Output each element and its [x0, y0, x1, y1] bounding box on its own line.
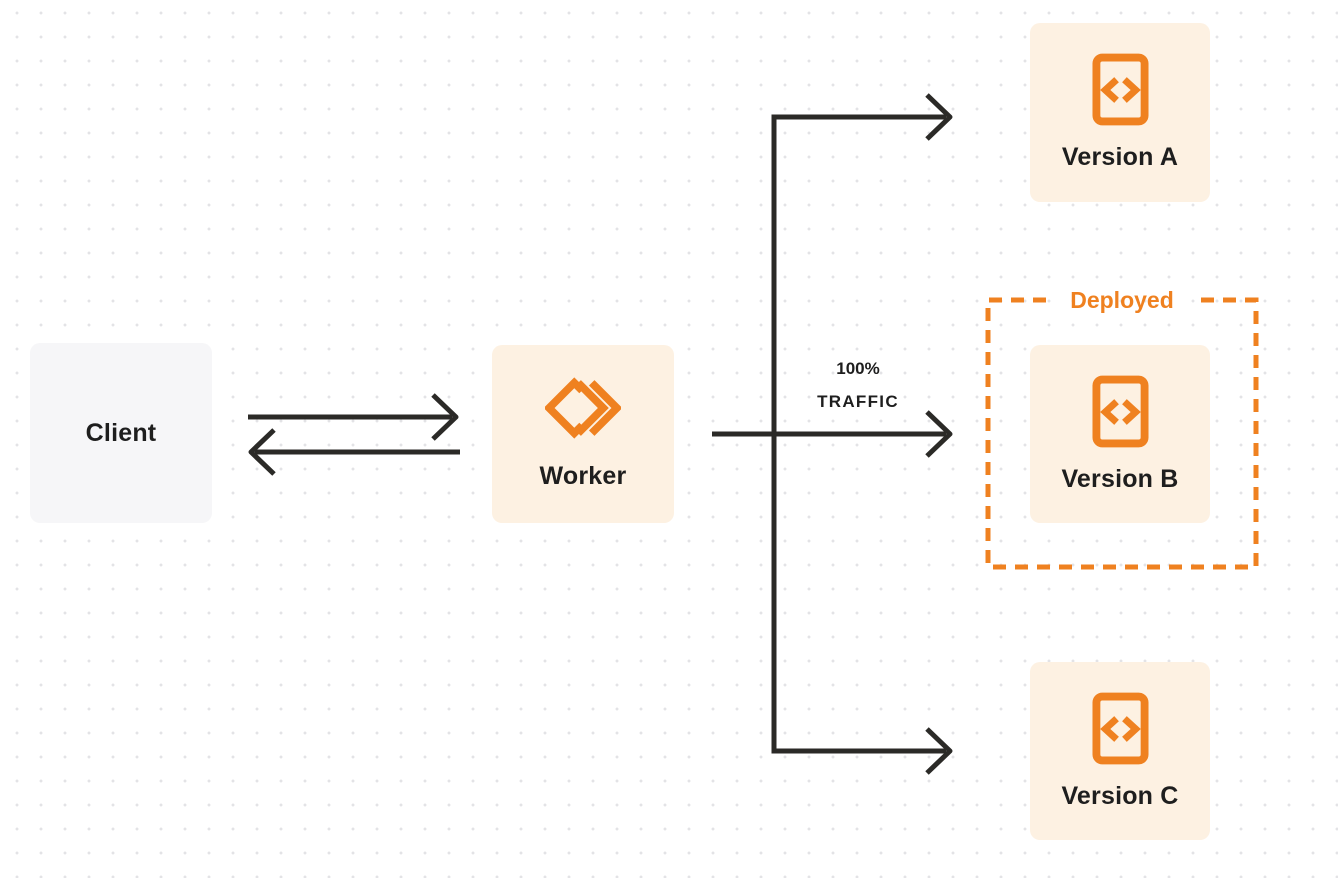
code-file-icon: [1091, 53, 1149, 131]
version-c-node: Version C: [1030, 662, 1210, 840]
version-a-node: Version A: [1030, 23, 1210, 202]
client-label: Client: [85, 418, 157, 447]
version-b-node: Version B: [1030, 345, 1210, 523]
traffic-perc句label: 100%: [836, 359, 880, 378]
code-file-icon: [1091, 375, 1149, 453]
worker-to-version-b-arrow: [712, 410, 953, 458]
version-c-label: Version C: [1061, 781, 1179, 810]
traffic-word-label: TRAFFIC: [817, 392, 899, 411]
deployed-badge: Deployed: [1070, 287, 1174, 313]
cloudflare-workers-icon: [543, 377, 623, 444]
version-a-label: Version A: [1061, 143, 1179, 171]
version-b-label: Version B: [1061, 464, 1179, 493]
traffic-label: 100% TRAFFIC: [788, 352, 928, 418]
code-file-icon: [1091, 692, 1149, 770]
worker-to-client-arrow: [248, 428, 460, 476]
worker-node: Worker: [492, 345, 674, 523]
worker-label: Worker: [539, 462, 627, 490]
worker-to-version-a-c-branch: [771, 93, 953, 775]
client-node: Client: [30, 343, 212, 523]
client-to-worker-arrow: [248, 393, 459, 441]
